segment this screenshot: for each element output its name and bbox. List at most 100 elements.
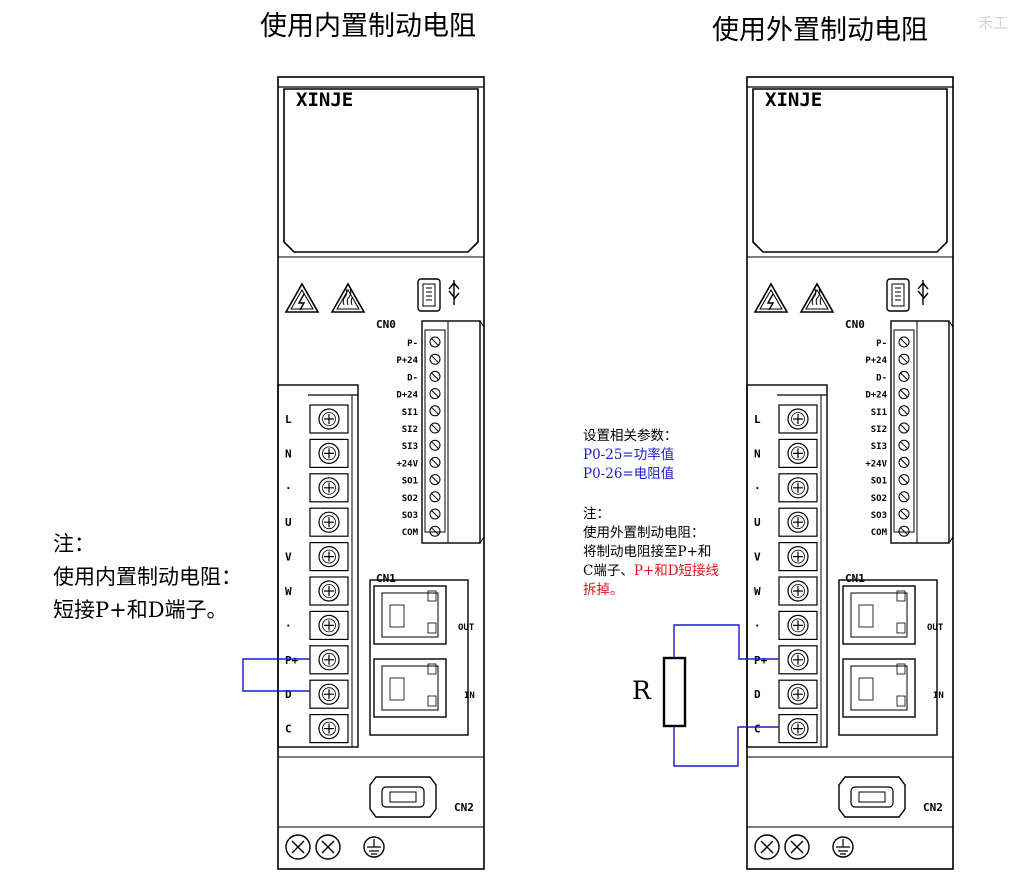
power-terminal-screw-head (322, 584, 336, 598)
left-note-line3: 短接P+和D端子。 (53, 598, 228, 622)
cn0-pin-slot (431, 424, 439, 432)
cn0-pin-slot (431, 406, 439, 415)
power-terminal-screw (318, 649, 340, 671)
right-note-line3-black: C端子、 (583, 563, 634, 579)
power-terminal-screw (787, 545, 809, 568)
screw-cross-icon (324, 620, 334, 631)
power-terminal-cell (309, 679, 349, 709)
power-terminal-screw (318, 477, 340, 499)
cn0-pin-label: D+24 (865, 391, 887, 401)
power-terminal-screw-head (322, 652, 336, 667)
cn0-pin-screw (898, 474, 910, 486)
power-terminal-screw-head (791, 652, 805, 667)
servo-drive-right (746, 76, 954, 870)
screw-cross-icon (793, 620, 803, 631)
cn0-pin-screw (429, 525, 441, 537)
cn0-pin-label: SI2 (871, 425, 887, 435)
cn0-pin-screw (429, 456, 441, 468)
power-terminal-cell (309, 541, 349, 572)
power-terminal-screw-head (322, 412, 336, 426)
cn2-label: CN2 (454, 801, 474, 814)
brake-resistor (662, 656, 687, 728)
brand-logo: XINJE (765, 89, 822, 111)
power-terminal-cell (778, 404, 818, 434)
cn0-pin-label: SI1 (871, 408, 887, 418)
cn0-pin-screw (429, 422, 441, 434)
power-terminal-cell (309, 610, 349, 641)
cn0-pin-label: SI3 (871, 442, 887, 452)
power-terminal-screw (787, 408, 809, 430)
cn0-pin-screw (898, 491, 910, 503)
title-external: 使用外置制动电阻 (712, 15, 928, 46)
cn0-pin-slot (431, 372, 439, 381)
power-terminal-cell (778, 645, 818, 675)
cn0-pin-screw (898, 525, 910, 537)
cn0-pin-screw (898, 336, 910, 348)
power-terminal-label: W (285, 585, 292, 598)
screw-cross-icon (793, 414, 803, 424)
cn0-pin-slot (431, 492, 439, 501)
screw-cross-icon (793, 517, 803, 528)
power-terminal-cell (309, 473, 349, 503)
power-terminal-screw-head (322, 515, 336, 530)
cn0-pin-slot (431, 389, 439, 398)
cn0-pin-label: SO1 (402, 477, 418, 487)
cn0-pin-label: D+24 (396, 391, 418, 401)
cn0-pin-label: P+24 (865, 356, 887, 366)
cn0-pin-slot (431, 338, 439, 346)
power-terminal-cell (778, 679, 818, 709)
power-terminal-screw-head (322, 721, 336, 736)
cn0-pin-slot (431, 510, 439, 518)
cn0-pin-slot (431, 527, 439, 536)
cn0-pin-screw (898, 405, 910, 417)
power-terminal-cell (309, 576, 349, 606)
right-note-line3-red: P+和D短接线 (633, 563, 720, 579)
cn0-pin-label: SI1 (402, 408, 418, 418)
cn0-pin-label: SO2 (871, 494, 887, 504)
cn0-pin-slot (431, 458, 439, 467)
power-terminal-label: · (285, 619, 292, 632)
cn0-pin-label: P+24 (396, 356, 418, 366)
cn0-pin-slot (900, 441, 908, 450)
power-terminal-cell (309, 645, 349, 675)
watermark: 禾工 (978, 14, 1009, 32)
cn0-pin-label: SO3 (402, 511, 418, 521)
cn0-pin-screw (429, 353, 441, 365)
power-terminal-screw (318, 408, 340, 430)
right-note: 注： 使用外置制动电阻： 将制动电阻接至P+和 C端子、P+和D短接线 拆掉。 (583, 505, 719, 600)
power-terminal-cell (778, 473, 818, 503)
cn0-pin-screw (429, 474, 441, 486)
cn0-pin-slot (900, 492, 908, 501)
cn0-pin-label: +24V (396, 459, 418, 469)
power-terminal-label: W (754, 585, 761, 598)
cn0-pin-slot (431, 355, 439, 364)
power-terminal-screw-head (791, 446, 805, 461)
cn0-pin-screw (898, 508, 910, 520)
cn0-pin-screw (898, 353, 910, 365)
screw-cross-icon (324, 586, 334, 596)
power-terminal-screw (318, 717, 340, 740)
cn0-pin-label: COM (402, 528, 419, 538)
power-terminal-cell (778, 438, 818, 468)
cn0-pin-screw (429, 439, 441, 451)
cn0-pin-label: D- (407, 373, 418, 383)
cn1-out-label: OUT (458, 623, 475, 633)
cn0-pin-slot (431, 475, 439, 484)
cn0-pin-slot (900, 372, 908, 381)
power-terminal-screw-head (791, 618, 805, 633)
screw-cross-icon (324, 414, 334, 424)
power-terminal-cell (778, 507, 818, 537)
power-terminal-screw-head (791, 584, 805, 598)
power-terminal-label: N (285, 447, 292, 460)
power-terminal-screw (787, 477, 809, 499)
power-terminal-label: U (285, 516, 292, 529)
cn0-label: CN0 (376, 318, 396, 331)
power-terminal-cell (309, 713, 349, 744)
cn1-in-label: IN (464, 691, 475, 701)
cn0-pin-slot (900, 338, 908, 346)
power-terminal-screw (787, 614, 809, 637)
cn2-label: CN2 (923, 801, 943, 814)
power-terminal-label: P+ (754, 654, 768, 667)
power-terminal-screw-head (791, 480, 805, 495)
cn0-pin-screw (898, 456, 910, 468)
